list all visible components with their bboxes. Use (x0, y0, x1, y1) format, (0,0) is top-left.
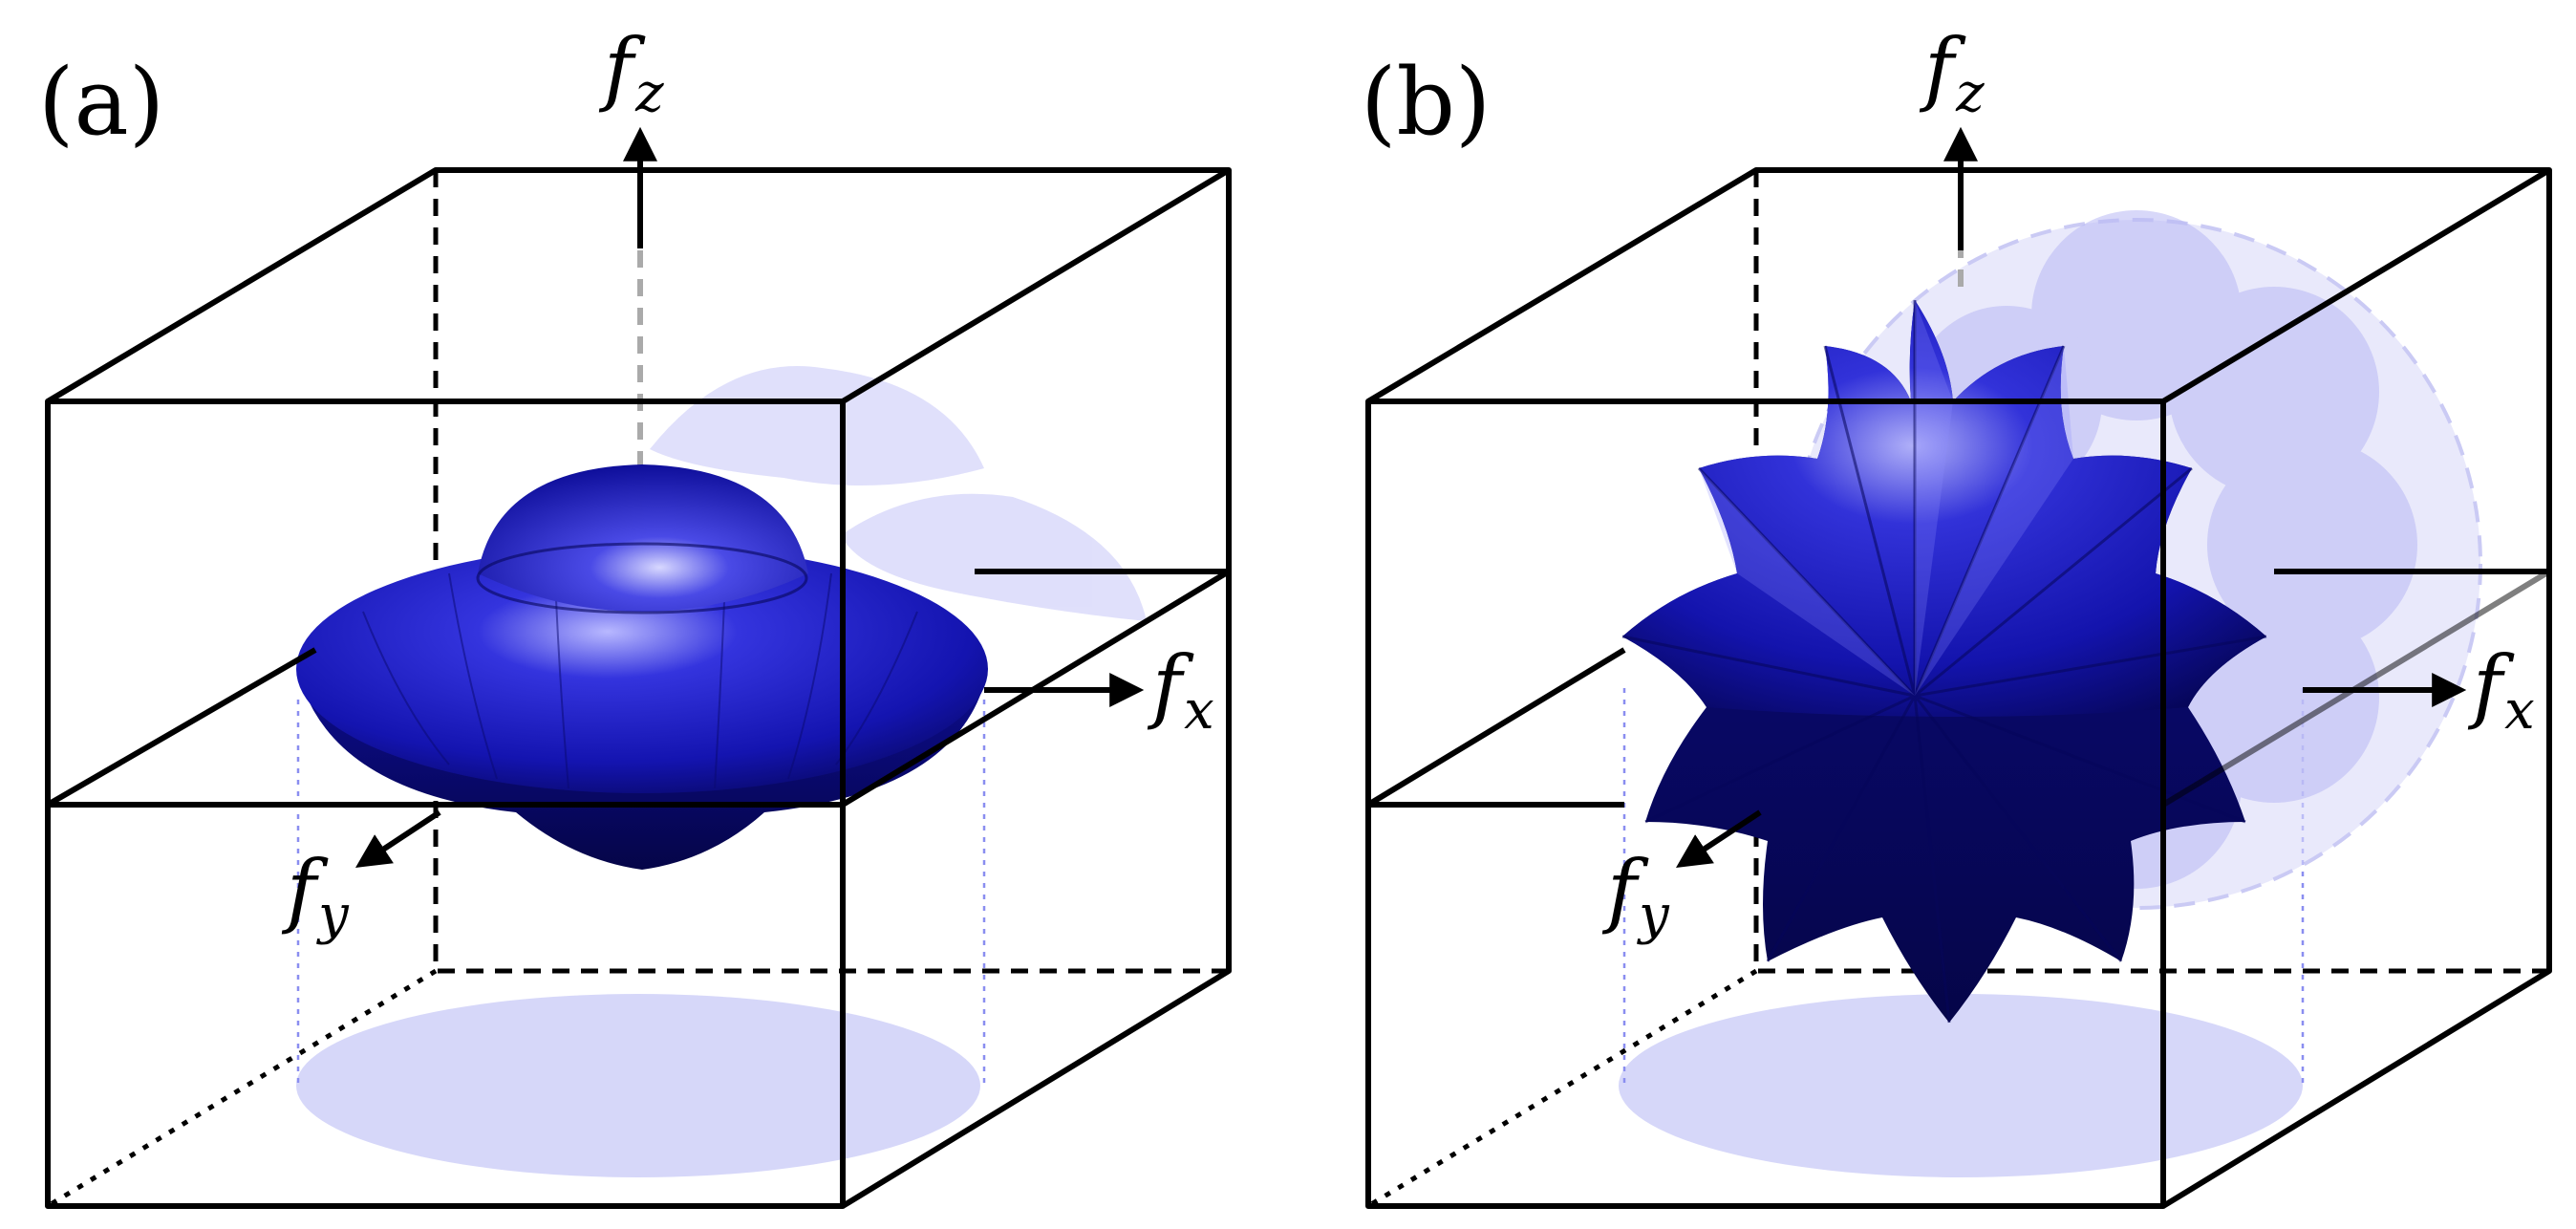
panel-a-fz-label: fz (598, 21, 664, 124)
panel-b-fx-label: fx (2467, 638, 2535, 742)
panel-b-y-axis (1675, 809, 1762, 868)
panel-b: (b) (1361, 21, 2552, 1209)
panel-b-floor-shadow (1619, 994, 2303, 1177)
panel-a-fx-label: fx (1147, 638, 1214, 742)
panel-b-projection-lines (1622, 688, 2305, 1086)
panel-b-mid-plane (1368, 569, 2549, 808)
panel-a-box-edges (46, 167, 1232, 1209)
panel-a-fy-label: fy (281, 843, 350, 946)
panel-a-mid-plane-left (46, 647, 317, 808)
panel-a-mid-plane (48, 569, 1231, 808)
panel-b-fy-label: fy (1601, 843, 1670, 946)
panel-b-label: (b) (1361, 49, 1491, 156)
panel-b-surface (1621, 300, 2267, 1024)
panel-a-projection-lines (296, 700, 986, 1086)
panel-b-hidden-edges (1753, 170, 2549, 974)
panel-a-y-axis (354, 809, 441, 868)
panel-a-surface (296, 464, 988, 870)
panel-b-mid-plane-left (1366, 647, 1626, 808)
panel-a: (a) (38, 21, 1232, 1209)
panel-a-floor-shadow (296, 994, 980, 1177)
panel-a-hidden-edges (433, 170, 1229, 974)
panel-a-label: (a) (38, 49, 164, 156)
panel-b-box-edges (1366, 167, 2552, 1209)
panel-b-fz-label: fz (1919, 21, 1985, 124)
